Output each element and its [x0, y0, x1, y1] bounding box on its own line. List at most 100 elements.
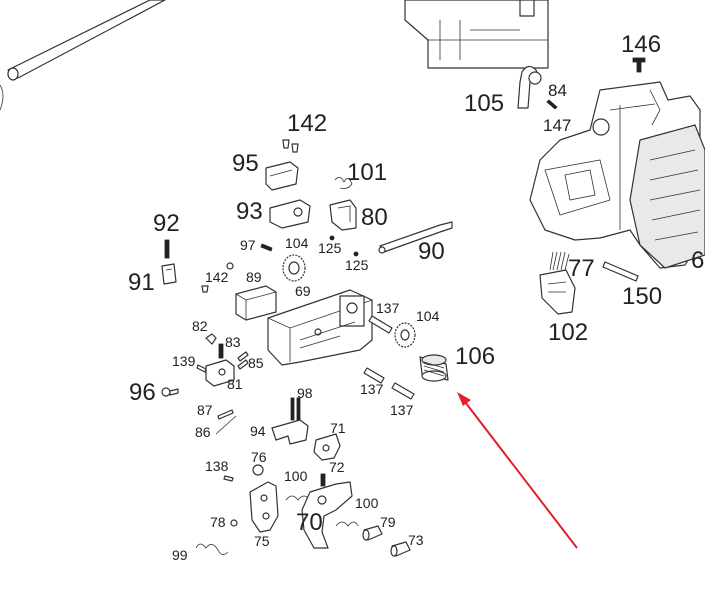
- label-147: 147: [543, 116, 571, 135]
- label-84: 84: [548, 81, 567, 100]
- part-98-springs: [290, 397, 301, 421]
- part-150-pin: [602, 261, 639, 282]
- label-77: 77: [568, 255, 595, 282]
- part-75-trigger-body: [249, 481, 279, 533]
- label-76: 76: [251, 449, 267, 465]
- label-99: 99: [172, 547, 188, 563]
- part-93-block: [269, 199, 311, 229]
- label-101: 101: [347, 159, 387, 186]
- label-79: 79: [380, 514, 396, 530]
- label-100-lower: 100: [355, 495, 379, 511]
- part-100-spring-lower: [335, 521, 359, 527]
- label-85: 85: [248, 355, 264, 371]
- part-80-bracket: [329, 199, 357, 231]
- label-75: 75: [254, 533, 270, 549]
- label-78: 78: [210, 514, 226, 530]
- label-125-a: 125: [318, 240, 342, 256]
- part-101-spring: [334, 177, 353, 189]
- part-70-trigger: [301, 481, 353, 549]
- label-137-upper: 137: [376, 300, 400, 316]
- part-90-bar: [378, 221, 453, 254]
- label-142-left: 142: [205, 269, 229, 285]
- part-89-box: [235, 285, 277, 321]
- label-102: 102: [548, 319, 588, 346]
- label-91: 91: [128, 269, 155, 296]
- label-94: 94: [250, 423, 266, 439]
- label-82: 82: [192, 318, 208, 334]
- label-96: 96: [129, 379, 156, 406]
- part-138-pin: [223, 475, 234, 482]
- label-73: 73: [408, 532, 424, 548]
- part-83-pin: [218, 343, 224, 359]
- label-92: 92: [153, 210, 180, 237]
- part-85-pins: [237, 351, 249, 370]
- part-72-pin: [320, 473, 326, 487]
- part-137-pin-upper: [368, 315, 393, 334]
- part-81-block: [205, 359, 235, 387]
- part-137-pins-lower: [363, 367, 415, 400]
- part-104-gear-upper: [282, 254, 306, 282]
- label-87: 87: [197, 402, 213, 418]
- part-77-spring: [549, 251, 570, 271]
- part-99-spring: [195, 543, 229, 555]
- label-89: 89: [246, 269, 262, 285]
- barrel-tube: [0, 0, 166, 111]
- part-104-gear-lower: [394, 322, 416, 348]
- label-142-top: 142: [287, 110, 327, 137]
- label-100-upper: 100: [284, 468, 308, 484]
- label-86: 86: [195, 424, 211, 440]
- part-79-pin: [362, 525, 383, 541]
- label-97: 97: [240, 237, 256, 253]
- part-142-screw-left: [201, 262, 234, 293]
- part-97-pin: [260, 243, 273, 252]
- part-146-screw: [632, 57, 646, 73]
- part-102-catch: [539, 269, 576, 315]
- part-labels: 146 105 84 147 142 95 101 93 80 92 97 10…: [128, 31, 704, 563]
- label-150: 150: [622, 283, 662, 310]
- part-91-clip: [161, 263, 177, 285]
- label-72: 72: [329, 459, 345, 475]
- label-104-lower: 104: [416, 308, 440, 324]
- label-80: 80: [361, 204, 388, 231]
- part-78-ring: [230, 519, 238, 527]
- label-69: 69: [295, 283, 311, 299]
- label-146: 146: [621, 31, 661, 58]
- magazine-well-block: [404, 0, 549, 69]
- part-125-balls: [329, 235, 359, 257]
- label-105: 105: [464, 90, 504, 117]
- part-71-hammer: [313, 433, 341, 461]
- part-69-trigger-housing: [267, 289, 373, 366]
- label-81: 81: [227, 376, 243, 392]
- part-105-selector-lever: [517, 65, 542, 109]
- part-139-pin: [196, 364, 207, 373]
- part-92-pin: [164, 239, 170, 259]
- part-87-pin: [217, 409, 234, 420]
- part-94-lever: [271, 419, 309, 445]
- label-70: 70: [296, 509, 323, 536]
- label-83: 83: [225, 334, 241, 350]
- label-71: 71: [330, 420, 346, 436]
- pistol-grip-housing: [529, 81, 705, 269]
- part-95-block: [265, 161, 299, 191]
- part-84-pin: [546, 99, 558, 110]
- label-98: 98: [297, 385, 313, 401]
- label-93: 93: [236, 198, 263, 225]
- label-138: 138: [205, 458, 229, 474]
- label-90: 90: [418, 238, 445, 265]
- part-106-spring-cylinder: [419, 354, 449, 382]
- part-86-spring: [215, 415, 237, 435]
- label-137-lower: 137: [390, 402, 414, 418]
- part-100-spring-upper: [285, 495, 311, 501]
- part-96-screw: [161, 387, 179, 397]
- part-73-pin: [390, 541, 411, 557]
- part-76-nut: [252, 464, 264, 476]
- label-95: 95: [232, 150, 259, 177]
- label-125-b: 125: [345, 257, 369, 273]
- label-104-upper: 104: [285, 235, 309, 251]
- part-82-lever: [205, 333, 217, 345]
- label-137-mid: 137: [360, 381, 384, 397]
- red-arrow-pointer: [457, 392, 578, 549]
- label-139: 139: [172, 353, 196, 369]
- label-6: 6: [691, 247, 704, 274]
